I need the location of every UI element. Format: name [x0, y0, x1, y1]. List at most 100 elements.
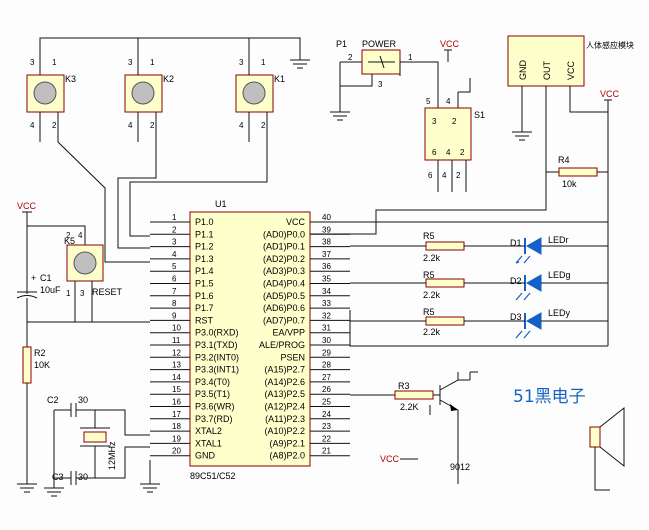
k5-pin-a: 2: [66, 231, 71, 240]
switch-pin-x2: 4: [442, 171, 447, 180]
chip-pin-name: (AD3)P0.3: [263, 266, 305, 276]
k5-pin-d: 3: [80, 289, 85, 298]
switch-pin-t2: 4: [446, 97, 451, 106]
chip-pin-name: (A14)P2.6: [264, 377, 305, 387]
led-yellow-rval: 2.2k: [423, 327, 441, 337]
key-k1: K1 3 4 2 1: [235, 58, 285, 130]
chip-pin-num: 25: [322, 398, 331, 407]
switch-pin-m2: 2: [452, 117, 457, 126]
chip-pin-name: P3.1(TXD): [195, 340, 238, 350]
chip-pin-name: XTAL1: [195, 438, 222, 448]
chip-pin-name: (A9)P2.1: [269, 438, 305, 448]
chip-pin-num: 9: [172, 311, 177, 320]
chip-pin-name: P3.2(INT0): [195, 352, 239, 362]
chip-pin-num: 2: [172, 225, 177, 234]
chip-pin-23: 23(A10)P2.2: [264, 422, 350, 436]
chip-pin-num: 38: [322, 238, 331, 247]
chip-pin-num: 37: [322, 250, 331, 259]
chip-pin-name: GND: [195, 451, 216, 461]
chip-pin-num: 16: [172, 398, 181, 407]
chip-pin-num: 29: [322, 348, 331, 357]
led-row-red: R5 2.2k D1 LEDr: [350, 231, 608, 263]
chip-pin-name: (AD4)P0.4: [263, 279, 305, 289]
chip-pin-name: P3.7(RD): [195, 414, 233, 424]
r3-ref: R3: [398, 381, 410, 391]
c2-ref: C2: [47, 395, 59, 405]
chip-pin-name: P1.2: [195, 242, 214, 252]
chip-pin-18: 18 XTAL2: [150, 422, 222, 436]
led-green-dref: D2: [510, 276, 522, 286]
chip-pin-num: 40: [322, 213, 331, 222]
chip-pin-num: 14: [172, 373, 181, 382]
c3-value: 30: [78, 472, 88, 482]
sensor-label: 人体感应模块: [586, 40, 634, 50]
key-k2: K2 3 4 2 1: [124, 58, 174, 130]
chip-pin-name: P1.6: [195, 291, 214, 301]
resistor-r2: R2 10K: [17, 346, 50, 493]
chip-pin-22: 22(A9)P2.1: [269, 434, 350, 448]
chip-pin-name: (AD0)P0.0: [263, 229, 305, 239]
switch-pin-b3: 2: [460, 148, 465, 157]
c2-value: 30: [78, 395, 88, 405]
chip-pin-16: 16 P3.6(WR): [150, 398, 235, 412]
vcc-label-left: VCC: [17, 201, 37, 211]
switch-pin-x1: 6: [428, 171, 433, 180]
key-k2-ref: K2: [163, 74, 174, 84]
resistor-r4: R4 10k: [300, 155, 608, 235]
vcc-label-power: VCC: [440, 39, 460, 49]
chip-ref: U1: [215, 199, 227, 209]
chip-pin-36: 36(AD3)P0.3: [263, 262, 350, 276]
chip-pin-name: P3.6(WR): [195, 402, 235, 412]
chip-pin-num: 6: [172, 275, 177, 284]
chip-pin-31: 31 EA/VPP: [272, 324, 350, 338]
vcc-label-transistor: VCC: [380, 454, 400, 464]
chip-pin-num: 23: [322, 422, 331, 431]
power-pin1: 1: [408, 53, 413, 62]
chip-pin-name: XTAL2: [195, 426, 222, 436]
power-pin2: 2: [348, 53, 353, 62]
chip-pin-name: (AD5)P0.5: [263, 291, 305, 301]
switch-pin-m1: 3: [432, 117, 437, 126]
switch-pin-b2: 4: [446, 148, 451, 157]
chip-pin-name: P1.3: [195, 254, 214, 264]
chip-pin-num: 18: [172, 422, 181, 431]
speaker: [429, 371, 625, 491]
chip-pin-name: P1.4: [195, 266, 214, 276]
chip-pin-num: 15: [172, 385, 181, 394]
key-k3-pin-l: 1: [52, 58, 57, 67]
switch-s1: S1 5 4 3 2 6 4 2 6 4 2: [424, 78, 485, 192]
sensor-pin-gnd: GND: [518, 60, 528, 81]
chip-pin-name: (A12)P2.4: [264, 402, 305, 412]
chip-right-pins: 40VCC39(AD0)P0.038(AD1)P0.137(AD2)P0.236…: [259, 213, 350, 461]
chip-pin-name: (A8)P2.0: [269, 451, 305, 461]
chip-pin-24: 24(A11)P2.3: [265, 410, 350, 424]
chip-pin-num: 32: [322, 311, 331, 320]
chip-pin-name: EA/VPP: [272, 328, 305, 338]
led-red-rval: 2.2k: [423, 253, 441, 263]
k5-ref: K5: [64, 236, 75, 246]
key-k2-pin-b2: 2: [150, 121, 155, 130]
key-k1-pin-b2: 2: [261, 121, 266, 130]
key-k1-pin-l: 1: [261, 58, 266, 67]
chip-pin-num: 31: [322, 324, 331, 333]
chip-pin-28: 28(A15)P2.7: [264, 361, 350, 375]
chip-pin-name: (AD1)P0.1: [263, 242, 305, 252]
power-connector: P1 POWER 2 1 3 VCC: [330, 39, 460, 121]
key-k2-pin-top: 3: [128, 58, 133, 67]
chip-pin-num: 39: [322, 225, 331, 234]
key-k3-ref: K3: [65, 74, 76, 84]
chip-pin-num: 24: [322, 410, 331, 419]
chip-pin-name: (A13)P2.5: [264, 389, 305, 399]
led-yellow-label: LEDy: [548, 308, 571, 318]
